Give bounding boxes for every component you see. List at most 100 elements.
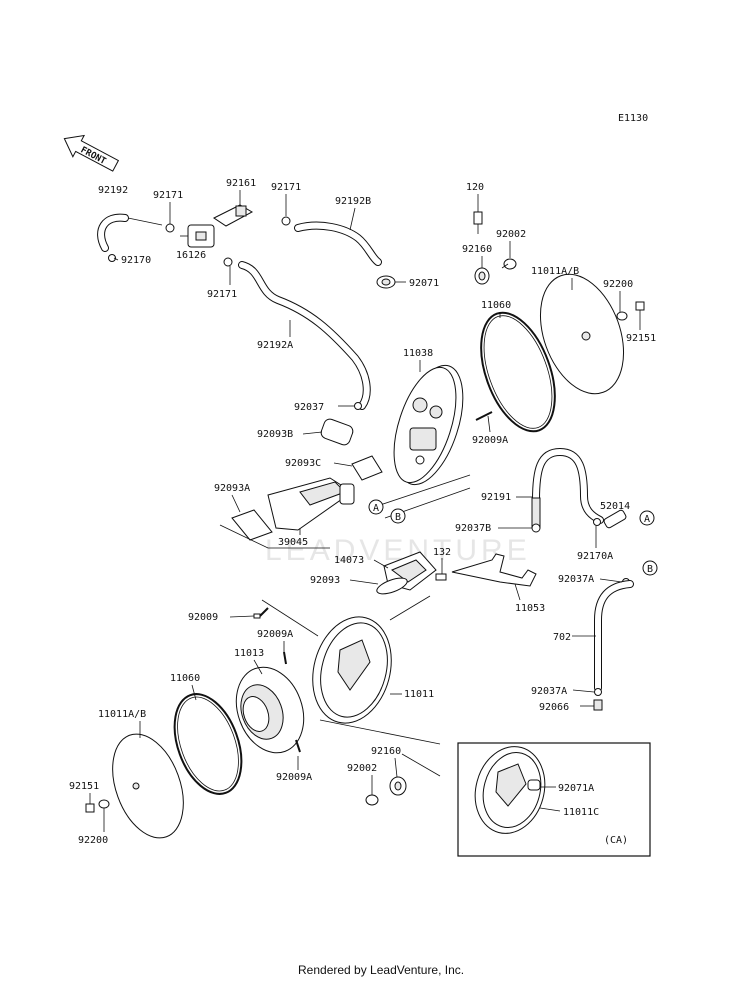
label-11011ab-top[interactable]: 11011A/B bbox=[531, 266, 579, 277]
collar-92160-bottom[interactable] bbox=[389, 776, 407, 796]
label-14073[interactable]: 14073 bbox=[334, 555, 364, 566]
label-92071a[interactable]: 92071A bbox=[558, 783, 594, 794]
marker-a-left-text: A bbox=[373, 503, 379, 514]
clamp-92171-right[interactable] bbox=[281, 216, 291, 226]
label-92192[interactable]: 92192 bbox=[98, 185, 128, 196]
label-92160-bottom[interactable]: 92160 bbox=[371, 746, 401, 757]
filter-element-11013[interactable] bbox=[225, 658, 315, 763]
hose-92192b[interactable] bbox=[294, 221, 382, 266]
bracket-92161[interactable] bbox=[213, 204, 254, 227]
bolt-92002-bottom[interactable] bbox=[365, 794, 379, 806]
label-92037a-bottom[interactable]: 92037A bbox=[531, 686, 567, 697]
footer-credit: Rendered by LeadVenture, Inc. bbox=[298, 963, 464, 977]
label-92093b[interactable]: 92093B bbox=[257, 429, 293, 440]
label-92066[interactable]: 92066 bbox=[539, 702, 569, 713]
label-92151-bottom[interactable]: 92151 bbox=[69, 781, 99, 792]
bolt-132[interactable] bbox=[435, 573, 447, 581]
label-11011c[interactable]: 11011C bbox=[563, 807, 599, 818]
label-132[interactable]: 132 bbox=[433, 547, 451, 558]
label-92170a[interactable]: 92170A bbox=[577, 551, 613, 562]
seal-11060-top[interactable] bbox=[467, 303, 570, 441]
bolt-92002-top[interactable] bbox=[501, 258, 517, 270]
fitting-52014[interactable] bbox=[603, 509, 627, 529]
label-92151-top[interactable]: 92151 bbox=[626, 333, 656, 344]
cover-11011ab-top[interactable] bbox=[525, 263, 639, 406]
clamp-92037[interactable] bbox=[354, 402, 362, 410]
label-92093c[interactable]: 92093C bbox=[285, 458, 321, 469]
label-92037b[interactable]: 92037B bbox=[455, 523, 491, 534]
hose-702[interactable] bbox=[594, 580, 634, 692]
label-92200-bottom[interactable]: 92200 bbox=[78, 835, 108, 846]
label-92037[interactable]: 92037 bbox=[294, 402, 324, 413]
hose-92191[interactable] bbox=[531, 448, 604, 529]
label-92093a[interactable]: 92093A bbox=[214, 483, 250, 494]
hose-92192[interactable] bbox=[97, 213, 129, 252]
label-92171-b[interactable]: 92171 bbox=[271, 182, 301, 193]
duct-39045[interactable] bbox=[267, 477, 355, 531]
washer-92200-bottom[interactable] bbox=[98, 799, 110, 809]
clamp-92171-lower[interactable] bbox=[223, 257, 233, 267]
label-92093[interactable]: 92093 bbox=[310, 575, 340, 586]
label-92200-top[interactable]: 92200 bbox=[603, 279, 633, 290]
gasket-92093a[interactable] bbox=[231, 509, 273, 541]
bolt-92009[interactable] bbox=[253, 607, 269, 619]
label-92009a-plate[interactable]: 92009A bbox=[472, 435, 508, 446]
label-92192b[interactable]: 92192B bbox=[335, 196, 371, 207]
clamp-92037a-bottom[interactable] bbox=[594, 688, 602, 696]
seal-11060-bottom[interactable] bbox=[162, 685, 254, 803]
label-11011ab-bottom[interactable]: 11011A/B bbox=[98, 709, 146, 720]
label-92192a[interactable]: 92192A bbox=[257, 340, 293, 351]
gasket-92093b[interactable] bbox=[319, 417, 354, 446]
label-92002-bottom[interactable]: 92002 bbox=[347, 763, 377, 774]
label-92037a-top[interactable]: 92037A bbox=[558, 574, 594, 585]
backing-plate-11038[interactable] bbox=[382, 357, 476, 492]
diagram-code: E1130 bbox=[618, 113, 648, 124]
label-92009a-upper[interactable]: 92009A bbox=[257, 629, 293, 640]
label-92071[interactable]: 92071 bbox=[409, 278, 439, 289]
leader-lines bbox=[89, 190, 641, 832]
housing-11011[interactable] bbox=[301, 608, 402, 732]
label-92002-top[interactable]: 92002 bbox=[496, 229, 526, 240]
bolt-92009a-lower[interactable] bbox=[295, 739, 301, 753]
label-92191[interactable]: 92191 bbox=[481, 492, 511, 503]
label-11053[interactable]: 11053 bbox=[515, 603, 545, 614]
bolt-92009a-upper[interactable] bbox=[283, 651, 287, 665]
bolt-92151-top[interactable] bbox=[635, 301, 645, 311]
clamp-92170a[interactable] bbox=[593, 518, 601, 526]
clamp-92171-left[interactable] bbox=[165, 223, 175, 233]
marker-b-right: B bbox=[642, 560, 658, 576]
label-92170[interactable]: 92170 bbox=[121, 255, 151, 266]
bracket-11053[interactable] bbox=[451, 553, 537, 587]
label-11038[interactable]: 11038 bbox=[403, 348, 433, 359]
cover-11011ab-bottom[interactable] bbox=[99, 724, 196, 847]
hose-92192a[interactable] bbox=[238, 261, 371, 410]
bolt-92151-bottom[interactable] bbox=[85, 803, 95, 813]
label-52014[interactable]: 52014 bbox=[600, 501, 630, 512]
label-92160-top[interactable]: 92160 bbox=[462, 244, 492, 255]
bolt-120[interactable] bbox=[473, 211, 483, 234]
label-11011[interactable]: 11011 bbox=[404, 689, 434, 700]
grommet-92071[interactable] bbox=[376, 275, 396, 289]
plug-92066[interactable] bbox=[593, 699, 603, 711]
collar-92160-top[interactable] bbox=[474, 267, 490, 285]
gasket-92093[interactable] bbox=[375, 575, 409, 597]
washer-92200-top[interactable] bbox=[616, 311, 628, 321]
label-11013[interactable]: 11013 bbox=[234, 648, 264, 659]
valve-16126[interactable] bbox=[180, 224, 215, 248]
label-11060-top[interactable]: 11060 bbox=[481, 300, 511, 311]
label-39045[interactable]: 39045 bbox=[278, 537, 308, 548]
clamp-92170[interactable] bbox=[108, 254, 116, 262]
label-702[interactable]: 702 bbox=[553, 632, 571, 643]
label-92009[interactable]: 92009 bbox=[188, 612, 218, 623]
label-120[interactable]: 120 bbox=[466, 182, 484, 193]
label-16126[interactable]: 16126 bbox=[176, 250, 206, 261]
label-92009a-lower[interactable]: 92009A bbox=[276, 772, 312, 783]
label-92161[interactable]: 92161 bbox=[226, 178, 256, 189]
clamp-92037b[interactable] bbox=[531, 523, 541, 533]
label-92171-a[interactable]: 92171 bbox=[153, 190, 183, 201]
gasket-92093c[interactable] bbox=[351, 455, 383, 481]
label-11060-bottom[interactable]: 11060 bbox=[170, 673, 200, 684]
grommet-92071a[interactable] bbox=[527, 779, 541, 791]
bolt-92009a-plate[interactable] bbox=[475, 411, 493, 421]
label-92171-c[interactable]: 92171 bbox=[207, 289, 237, 300]
